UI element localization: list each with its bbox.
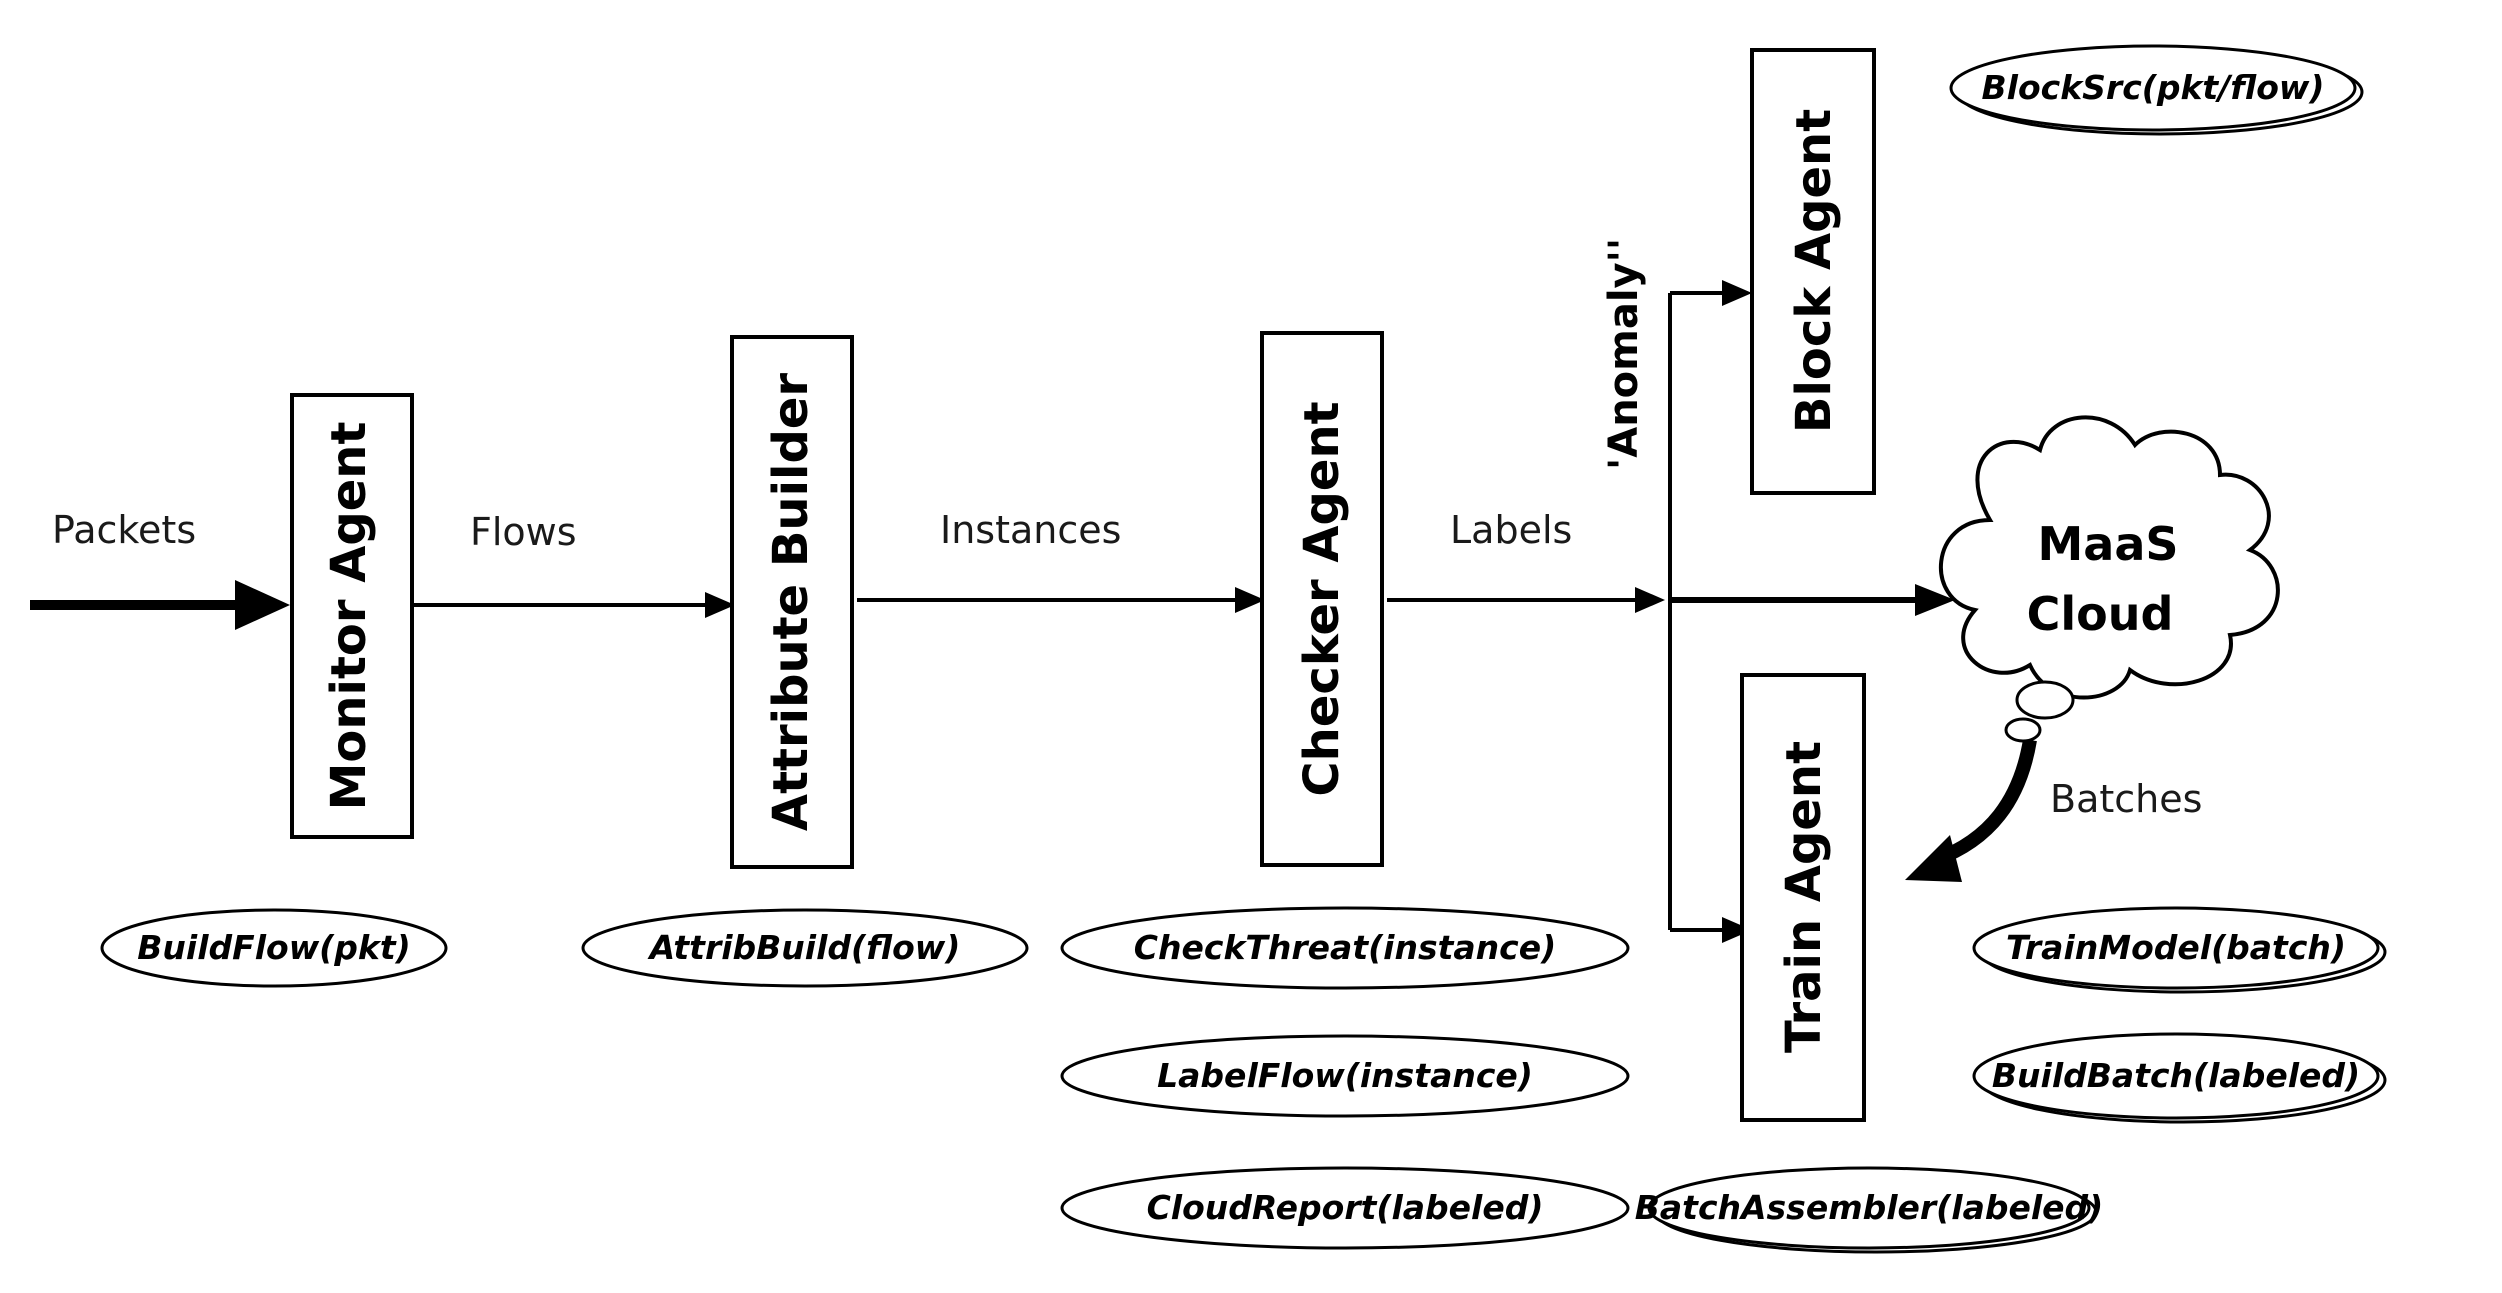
block-agent-box: Block Agent	[1750, 48, 1876, 495]
svg-text:AttribBuild(flow): AttribBuild(flow)	[647, 928, 961, 967]
method-block-src: BlockSrc(pkt/flow)	[1949, 44, 2364, 136]
flows-arrow	[414, 592, 735, 618]
packets-arrow	[30, 580, 290, 630]
svg-text:TrainModel(batch): TrainModel(batch)	[2006, 928, 2346, 967]
train-agent-box: Train Agent	[1740, 673, 1866, 1122]
monitor-agent-box: Monitor Agent	[290, 393, 414, 839]
method-build-flow: BuildFlow(pkt)	[100, 908, 448, 988]
method-cloud-report: CloudReport(labeled)	[1060, 1166, 1630, 1250]
monitor-agent-label: Monitor Agent	[321, 422, 377, 811]
batches-arrow	[1905, 738, 2037, 882]
flows-label: Flows	[470, 510, 577, 554]
anomaly-arrow	[1670, 280, 1752, 306]
svg-text:CloudReport(labeled): CloudReport(labeled)	[1147, 1188, 1544, 1227]
cloud-arrow	[1670, 584, 1955, 616]
instances-arrow	[857, 587, 1265, 613]
svg-text:CheckThreat(instance): CheckThreat(instance)	[1134, 928, 1556, 967]
method-label-flow: LabelFlow(instance)	[1060, 1034, 1630, 1118]
batches-label: Batches	[2050, 777, 2202, 821]
attribute-builder-label: Attribute Builder	[763, 373, 819, 831]
checker-agent-box: Checker Agent	[1260, 331, 1384, 867]
svg-text:BuildFlow(pkt): BuildFlow(pkt)	[137, 928, 410, 967]
method-train-model: TrainModel(batch)	[1972, 906, 2387, 994]
instances-label: Instances	[940, 508, 1121, 552]
method-build-batch: BuildBatch(labeled)	[1972, 1032, 2387, 1124]
packets-label: Packets	[52, 508, 196, 552]
svg-text:BatchAssembler(labeled): BatchAssembler(labeled)	[1635, 1188, 2104, 1227]
svg-text:BuildBatch(labeled): BuildBatch(labeled)	[1992, 1056, 2360, 1095]
attribute-builder-box: Attribute Builder	[730, 335, 854, 869]
maas-cloud: MaaS Cloud	[1939, 415, 2280, 743]
svg-text:BlockSrc(pkt/flow): BlockSrc(pkt/flow)	[1982, 68, 2325, 107]
train-agent-label: Train Agent	[1776, 741, 1832, 1053]
method-batch-assembler: BatchAssembler(labeled)	[1635, 1166, 2104, 1254]
method-check-threat: CheckThreat(instance)	[1060, 906, 1630, 990]
cloud-title-line1: MaaS	[2038, 517, 2179, 571]
train-arrow	[1670, 917, 1752, 943]
anomaly-label: 'Anomaly''	[1601, 238, 1647, 470]
block-agent-label: Block Agent	[1786, 109, 1842, 433]
svg-text:LabelFlow(instance): LabelFlow(instance)	[1157, 1056, 1533, 1095]
labels-label: Labels	[1450, 508, 1572, 552]
checker-agent-label: Checker Agent	[1294, 401, 1350, 796]
labels-arrow	[1387, 587, 1665, 613]
cloud-title-line2: Cloud	[2027, 587, 2174, 641]
method-attrib-build: AttribBuild(flow)	[581, 908, 1029, 988]
